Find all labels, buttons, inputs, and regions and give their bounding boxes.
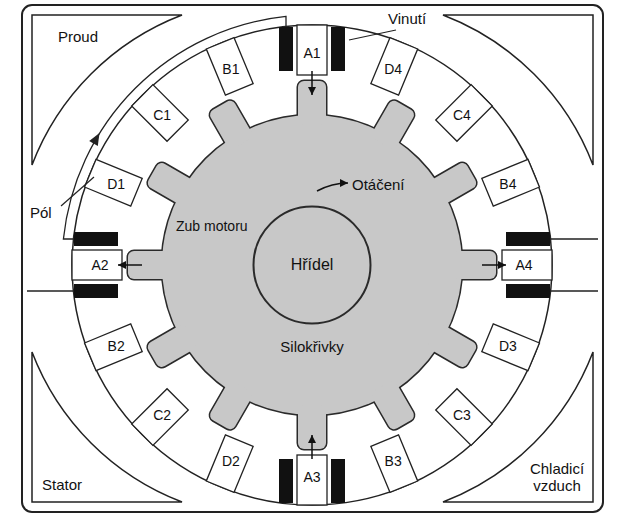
part-label: Pól: [30, 204, 52, 221]
pole-label: D3: [499, 338, 517, 354]
node-text: Silokřivky: [280, 338, 343, 355]
leader-line: [61, 177, 94, 206]
stator-pole: [297, 455, 327, 505]
pole-label: C3: [453, 407, 471, 423]
current-arrow: [89, 133, 99, 146]
stator-pole: [72, 250, 122, 280]
pole-label: A4: [515, 257, 532, 273]
flux-arrow: [311, 71, 313, 95]
lead-wire: [550, 239, 598, 291]
node-text: Zub motoru: [176, 218, 248, 234]
flux-arrow: [118, 264, 142, 266]
flux-arrow: [482, 264, 506, 266]
winding: [279, 27, 345, 71]
stator-pole: [206, 38, 253, 96]
pole-label: B3: [385, 453, 402, 469]
rotor-node: OtáčeníZub motoruSilokřivky Hřídel: [112, 65, 512, 465]
gear-outline: [128, 81, 496, 449]
pole-label: C2: [153, 407, 171, 423]
part-label: Proud: [58, 28, 98, 45]
part-label: Vinutí: [388, 10, 426, 27]
shaft-node: Hřídel: [252, 205, 372, 325]
winding: [279, 459, 345, 503]
pole-label: D2: [222, 453, 240, 469]
lead-wire: [27, 290, 74, 291]
pole-label: B1: [222, 61, 239, 77]
part-label: Stator: [42, 476, 82, 493]
flux-arrow: [311, 435, 313, 459]
stator-pole: [132, 389, 189, 446]
stator-pole: [436, 85, 493, 142]
pole-label: A1: [303, 45, 320, 61]
stator-pole: [482, 324, 540, 371]
pole-label: B4: [499, 176, 516, 192]
stator-frame: [22, 5, 603, 512]
stator-pole: [206, 435, 253, 493]
stator-pole: [502, 250, 552, 280]
pole-label: A2: [91, 257, 108, 273]
gear-fill: [128, 81, 496, 449]
stator-pole: [371, 435, 418, 493]
pole-label: C1: [153, 107, 171, 123]
part-label: Chladicí vzduch: [524, 460, 590, 495]
stator-pole: [482, 159, 540, 206]
stator-pole: [85, 324, 143, 371]
pole-label: A3: [303, 469, 320, 485]
stator-pole: [85, 159, 143, 206]
pole-label: D1: [107, 176, 125, 192]
leader-line: [349, 30, 396, 40]
node-text: Hřídel: [291, 256, 334, 274]
stator-ring: [72, 25, 552, 505]
stator-pole: [371, 38, 418, 96]
stator-pole: [297, 25, 327, 75]
node-text: Otáčení: [352, 176, 405, 193]
winding: [506, 232, 550, 298]
rotation-arrow: [317, 183, 348, 191]
winding: [74, 232, 118, 298]
stator-pole: [436, 389, 493, 446]
pole-label: C4: [453, 107, 471, 123]
pole-label: B2: [108, 338, 125, 354]
pole-label: D4: [384, 61, 402, 77]
stator-pole: [132, 85, 189, 142]
